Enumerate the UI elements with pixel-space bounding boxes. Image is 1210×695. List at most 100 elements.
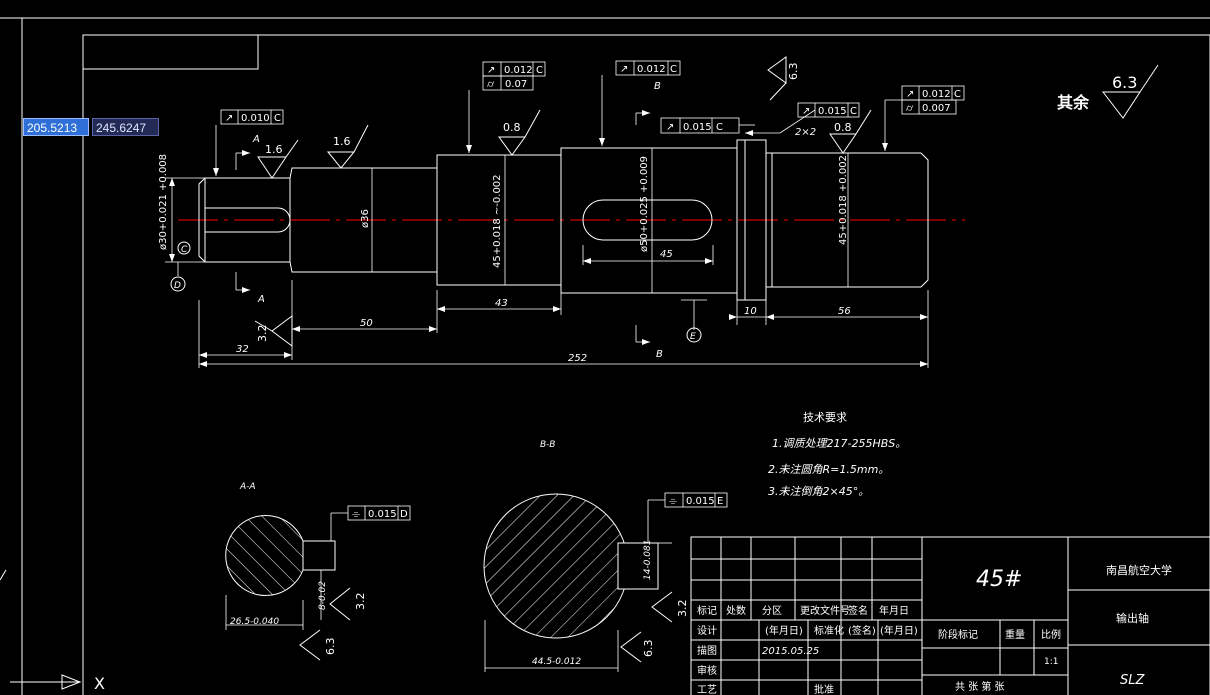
tech-req-item: 1.调质处理217-255HBS。 [772, 437, 906, 450]
tol-datum: C [954, 89, 961, 100]
material-label: 45# [976, 567, 1022, 592]
tech-req-title: 技术要求 [803, 411, 847, 424]
tb-header: 分区 [762, 605, 782, 617]
tb-design-field: (签名) [848, 624, 876, 637]
tol-symbol: ⌯ [352, 509, 360, 520]
roughness-mark: 6.3 [787, 63, 800, 81]
tb-check-label: 审核 [697, 664, 717, 677]
tb-header: 处数 [726, 604, 746, 617]
title-block-grid [690, 536, 1210, 695]
tol-symbol: ↗ [225, 113, 233, 124]
tb-header: 更改文件号 [800, 604, 850, 617]
tol-datum: C [850, 106, 857, 117]
section-bb-title: B-B [540, 440, 555, 450]
tol-value: 0.012 [504, 65, 533, 76]
tol-value: 0.012 [637, 64, 666, 75]
tol-datum: C [716, 122, 723, 133]
tol-datum: D [400, 509, 408, 520]
datum-e: E [690, 332, 696, 342]
dim-2x2: 2×2 [795, 127, 816, 138]
roughness-other-value: 6.3 [1112, 73, 1137, 92]
dim-56: 56 [838, 306, 851, 317]
dim-50: 50 [360, 318, 373, 329]
tb-header: 签名 [848, 604, 868, 617]
tol-symbol: ⌭ [487, 79, 495, 90]
tol-symbol: ↗ [620, 64, 628, 75]
coordinate-x-input[interactable]: 205.5213 [23, 118, 89, 136]
dimension-lines [165, 75, 929, 368]
tb-design-label: 设计 [697, 624, 717, 637]
coordinate-y-input[interactable]: 245.6247 [92, 118, 159, 136]
tb-header: 标记 [697, 605, 717, 617]
roughness-mark: 3.2 [676, 600, 689, 618]
dim-d45a: 45+0.018 ~-0.002 [492, 174, 503, 268]
tb-design-field: 标准化 [814, 624, 844, 637]
section-mark-b: B [656, 349, 663, 360]
school-name: 南昌航空大学 [1106, 563, 1172, 577]
datum-c: C [181, 245, 188, 255]
tol-symbol: ↗ [666, 122, 674, 133]
roughness-symbols [254, 56, 1159, 663]
tb-scale-value: 1:1 [1044, 657, 1058, 667]
tol-datum: C [670, 64, 677, 75]
tol-value: 0.015 [818, 106, 847, 117]
tb-stage-label: 阶段标记 [938, 628, 978, 641]
tol-datum: E [717, 496, 723, 507]
shaft-main-view [198, 139, 929, 301]
tb-drawn-date: 2015.05.25 [762, 646, 819, 657]
tol-symbol: ↗ [906, 89, 914, 100]
tol-symbol: ⌭ [906, 103, 914, 114]
section-aa [225, 515, 336, 630]
roughness-mark: 6.3 [324, 638, 337, 656]
tolerance-boxes [220, 60, 965, 548]
dim-10: 10 [744, 306, 757, 317]
section-mark-a: A [252, 134, 260, 145]
roughness-other-label: 其余 [1057, 93, 1090, 112]
tol-value: 0.007 [922, 103, 951, 114]
tech-req-item: 3.未注倒角2×45°。 [768, 485, 869, 498]
tb-approve-label: 批准 [814, 683, 834, 695]
roughness-mark: 1.6 [265, 143, 283, 156]
tb-weight-label: 重量 [1005, 628, 1025, 641]
tol-symbol: ⌯ [669, 496, 677, 507]
roughness-mark: 6.3 [642, 640, 655, 658]
roughness-mark: 0.8 [834, 121, 852, 134]
roughness-mark: 0.8 [503, 121, 521, 134]
tol-datum: C [274, 113, 281, 124]
dim-43: 43 [495, 298, 508, 309]
tb-drawn-label: 描图 [697, 644, 717, 657]
drawing-code: SLZ [1120, 673, 1145, 688]
roughness-mark: 3.2 [256, 325, 269, 343]
tb-design-field: (年月日) [880, 624, 918, 637]
datum-markers [170, 241, 702, 343]
dim-d36: ø36 [360, 209, 371, 228]
tb-header: 年月日 [879, 604, 909, 617]
roughness-mark: 1.6 [333, 135, 351, 148]
datum-d: D [174, 281, 181, 291]
section-bb-width: 44.5-0.012 [532, 657, 581, 667]
tol-datum: C [536, 65, 543, 76]
section-aa-width: 26.5-0.040 [230, 617, 279, 627]
dimension-arrows [169, 110, 928, 367]
section-bb [483, 493, 672, 672]
part-name: 输出轴 [1116, 611, 1149, 625]
dim-32: 32 [236, 344, 249, 355]
dim-d45b: 45+0.018 +0.002 [838, 155, 849, 245]
section-aa-depth: 8-0.02 [318, 581, 328, 610]
tol-value: 0.012 [922, 89, 951, 100]
tol-value: 0.07 [505, 79, 527, 90]
tb-craft-label: 工艺 [697, 684, 717, 695]
tol-value: 0.010 [241, 113, 270, 124]
section-aa-title: A-A [239, 482, 256, 492]
sheet-frame [0, 17, 1210, 695]
section-mark-a: A [257, 294, 265, 305]
ucs-icon: X [0, 569, 105, 693]
tb-design-field: (年月日) [765, 624, 803, 637]
tech-req-item: 2.未注圆角R=1.5mm。 [768, 463, 889, 476]
section-bb-depth: 14-0.081 [643, 540, 653, 580]
tol-symbol: ↗ [802, 106, 810, 117]
dim-d30: ø30+0.021 +0.008 [158, 154, 169, 250]
ucs-x-label: X [94, 674, 105, 693]
tb-scale-label: 比例 [1041, 628, 1061, 641]
